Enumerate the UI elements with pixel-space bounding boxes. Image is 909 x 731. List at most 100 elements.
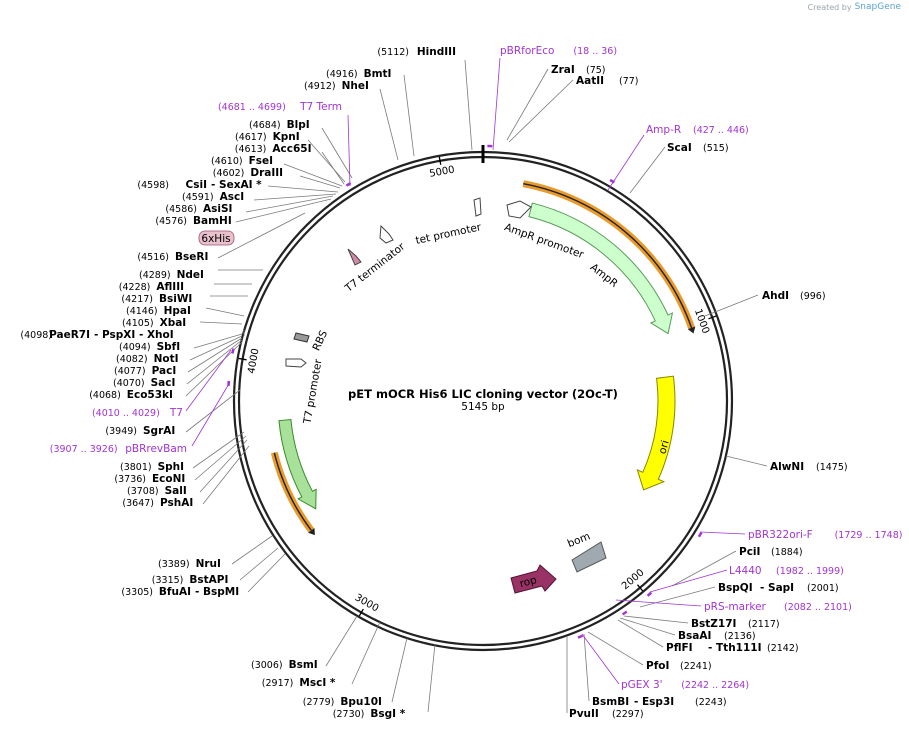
leader-asisi — [245, 195, 334, 213]
map-subtitle: 5145 bp — [461, 401, 505, 413]
leader-bpu10i — [391, 637, 408, 703]
enzyme-pos-blpi: (4684) — [249, 120, 281, 131]
primer-leader-pbrforeco — [492, 57, 501, 151]
leader-asci — [253, 193, 337, 201]
enzyme-pos-hindiii: (5112) — [377, 47, 409, 58]
leader-bsmi — [325, 615, 358, 667]
tick-mark-3000 — [358, 608, 364, 617]
enzyme-bsiwi: BsiWI — [159, 293, 192, 305]
bom-glyph — [571, 541, 607, 573]
plasmid-backbone — [232, 145, 734, 652]
enzyme-bsaai: BsaAI — [678, 630, 711, 642]
ampr-promoter-glyph — [506, 200, 532, 219]
leader-zrai — [506, 68, 549, 141]
enzyme-pos-paer7i: (4098) — [20, 330, 52, 341]
enzyme-pos-bsmbi: (2243) — [695, 697, 727, 708]
enzyme-pos-ahdi: (996) — [800, 291, 826, 302]
enzyme-pos-bmti: (4916) — [326, 69, 358, 80]
6xhis-badge — [198, 230, 235, 246]
primer-ampr: Amp-R — [646, 124, 681, 136]
enzyme-pos-asci: (4591) — [182, 192, 214, 203]
primer-range-prsmarker: (2082 .. 2101) — [784, 602, 852, 613]
primer-range-pbrrevbam: (3907 .. 3926) — [50, 444, 118, 455]
label-bom: bom — [566, 530, 592, 550]
enzyme-pos-acc65i: (4613) — [235, 144, 267, 155]
enzyme-alwni: AlwNI — [770, 461, 804, 473]
leader-sali — [199, 439, 248, 493]
primer-site-pbr322orif — [697, 531, 703, 538]
enzyme-scai: ScaI — [667, 142, 692, 154]
label-ori: ori — [656, 439, 671, 455]
enzyme-pos-scai: (515) — [703, 143, 729, 154]
leader-pcii — [671, 550, 737, 587]
leader-lines — [185, 57, 768, 713]
t7-terminator-glyph — [347, 248, 362, 266]
enzyme-asci: AscI — [220, 191, 245, 203]
leader-bsgi — [427, 643, 436, 713]
enzyme-pos-pcii: (1884) — [771, 547, 803, 558]
enzyme-pos-afliii: (4228) — [119, 282, 151, 293]
enzyme-ahdi: AhdI — [762, 290, 789, 302]
enzyme-pos-ndei: (4289) — [139, 270, 171, 281]
leader-bmti — [403, 74, 415, 157]
leader-kpni — [307, 139, 346, 183]
primer-range-t7: (4010 .. 4029) — [92, 408, 160, 419]
enzyme-pos-nhei: (4912) — [304, 81, 336, 92]
enzyme-pos-sali: (3708) — [127, 486, 159, 497]
enzyme-pcii: PciI — [739, 546, 760, 558]
primer-pbrrevbam: pBRrevBam — [125, 443, 187, 455]
leader-bseri — [217, 212, 306, 259]
enzyme-csii: CsiI — [186, 179, 207, 191]
enzyme-pos-nrui: (3389) — [158, 559, 190, 570]
leader-sphi — [192, 431, 245, 469]
primer-site-prsmarker — [621, 610, 628, 616]
enzyme-pflfi: PflFI — [666, 642, 693, 654]
amp-orf-outline-head — [687, 326, 696, 334]
enzyme-pvuii: PvuII — [569, 708, 599, 720]
primer-site-pgex3 — [577, 634, 584, 639]
leader-bamhi — [235, 198, 332, 223]
primer-pgex3: pGEX 3' — [621, 679, 663, 691]
leader-nrui — [231, 535, 273, 565]
t7-promoter-glyph — [285, 358, 307, 368]
enzyme-pos-bsiwi: (4217) — [121, 294, 153, 305]
t7-terminator-outline-glyph — [379, 224, 394, 244]
enzyme-pos-alwni: (1475) — [816, 462, 848, 473]
enzyme-extra-bfuai: - BspMI — [195, 586, 239, 598]
enzyme-pos-pfoi: (2241) — [680, 661, 712, 672]
enzyme-pos-pflfi: (2142) — [767, 643, 799, 654]
brand-prefix: Created by — [807, 2, 852, 12]
left-orf-outline-head — [308, 527, 315, 536]
primer-range-pbrforeco: (18 .. 36) — [573, 46, 617, 57]
enzyme-extra-pflfi: - Tth111I — [708, 642, 762, 654]
enzyme-noti: NotI — [154, 353, 179, 365]
primer-leader-pbrrevbam — [191, 381, 231, 447]
label-6xhis: 6xHis — [201, 233, 230, 245]
ampr-feature-arrow — [528, 202, 674, 335]
leader-aatii — [508, 79, 574, 143]
primer-prsmarker: pRS-marker — [704, 601, 767, 613]
enzyme-bamhi: BamHI — [193, 215, 232, 227]
leader-econi — [194, 435, 247, 481]
enzyme-pos-eco53ki: (4068) — [89, 390, 121, 401]
leader-paci — [187, 337, 243, 373]
enzyme-paer7i: PaeR7I — [49, 329, 90, 341]
enzyme-pos-bstapi: (3315) — [152, 575, 184, 586]
primer-site-t7term — [345, 181, 352, 187]
enzyme-pos-zrai: (75) — [586, 65, 606, 76]
label-rop: rop — [518, 574, 538, 590]
enzyme-bseri: BseRI — [175, 251, 208, 263]
enzyme-acc65i: Acc65I — [272, 143, 311, 155]
enzyme-pos-sbfi: (4094) — [119, 342, 151, 353]
ori-feature-arrow — [636, 375, 676, 491]
leader-hindiii — [464, 59, 473, 151]
enzyme-draiii: DraIII — [250, 167, 283, 179]
leader-noti — [189, 335, 243, 361]
enzyme-bsmi: BsmI — [289, 659, 318, 671]
enzyme-pos-fsei: (4610) — [211, 156, 243, 167]
enzyme-bsgi: BsgI * — [370, 708, 405, 720]
enzyme-pos-pvuii: (2297) — [612, 709, 644, 720]
primer-leader-l4440 — [649, 569, 728, 593]
enzyme-paci: PacI — [152, 365, 177, 377]
